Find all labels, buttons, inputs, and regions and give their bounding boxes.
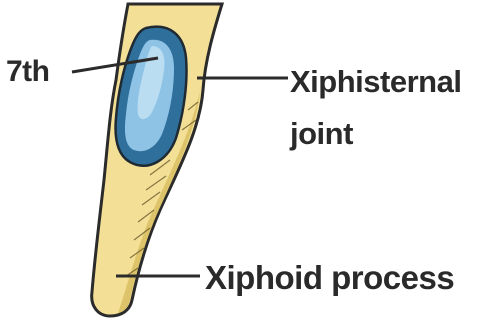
- label-joint: joint: [290, 118, 353, 149]
- label-xiphoid-process: Xiphoid process: [205, 261, 454, 294]
- label-xiphisternal: Xiphisternal: [290, 66, 461, 97]
- label-7th-rib: 7th: [6, 57, 50, 87]
